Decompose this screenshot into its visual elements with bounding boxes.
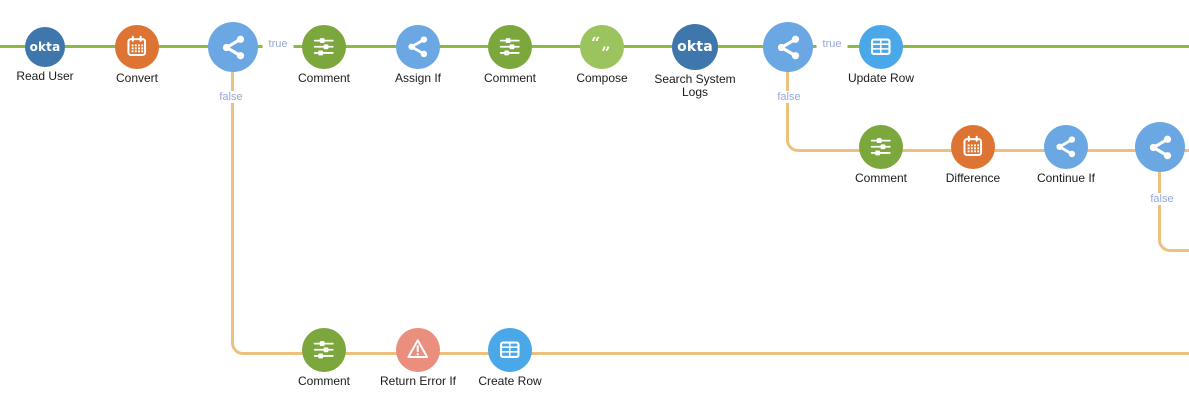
calendar-icon: [963, 135, 983, 157]
node-label-comment-2: Comment: [483, 71, 536, 85]
table-icon: [500, 341, 520, 359]
node-compose[interactable]: “”: [580, 25, 624, 69]
node-label-read-user: Read User: [16, 69, 74, 83]
table-icon: [871, 38, 891, 56]
branch-label-true-1: true: [262, 38, 294, 50]
branch-label-false-1: false: [213, 91, 249, 103]
node-if-else-1[interactable]: [208, 22, 258, 72]
node-search-system-logs[interactable]: okta: [672, 24, 718, 70]
node-read-user[interactable]: okta: [25, 27, 65, 67]
okta-logo-icon: okta: [29, 40, 61, 54]
node-continue-if[interactable]: [1044, 125, 1088, 169]
node-label-return-error-if: Return Error If: [379, 374, 457, 388]
node-label-comment-1: Comment: [297, 71, 350, 85]
path-ifelse3-false: [1158, 172, 1189, 252]
node-label-comment-3: Comment: [854, 171, 907, 185]
node-comment-3[interactable]: [859, 125, 903, 169]
quotes-icon: “”: [591, 34, 610, 60]
calendar-icon: [127, 35, 147, 57]
sliders-icon: [500, 38, 520, 56]
sliders-icon: [314, 341, 334, 359]
branch-icon: [777, 35, 799, 59]
node-if-else-3[interactable]: [1135, 122, 1185, 172]
node-label-convert: Convert: [115, 71, 159, 85]
node-comment-4[interactable]: [302, 328, 346, 372]
node-label-update-row: Update Row: [847, 71, 915, 85]
warning-icon: [407, 339, 429, 359]
node-create-row[interactable]: [488, 328, 532, 372]
node-label-comment-4: Comment: [297, 374, 350, 388]
sliders-icon: [871, 138, 891, 156]
path-ifelse1-false: [231, 72, 1189, 355]
svg-text:”: ”: [601, 43, 610, 60]
node-comment-2[interactable]: [488, 25, 532, 69]
branch-label-false-3: false: [1144, 193, 1180, 205]
node-convert[interactable]: [115, 25, 159, 69]
sliders-icon: [314, 38, 334, 56]
branch-label-false-2: false: [771, 91, 807, 103]
svg-text:“: “: [591, 34, 600, 52]
node-update-row[interactable]: [859, 25, 903, 69]
branch-icon: [408, 36, 428, 58]
node-label-create-row: Create Row: [478, 374, 542, 388]
node-difference[interactable]: [951, 125, 995, 169]
node-label-search-system-logs: Search System Logs: [654, 72, 736, 100]
node-return-error-if[interactable]: [396, 328, 440, 372]
node-label-assign-if: Assign If: [394, 71, 442, 85]
node-assign-if[interactable]: [396, 25, 440, 69]
branch-icon: [222, 35, 244, 59]
branch-label-true-2: true: [816, 38, 848, 50]
node-label-compose: Compose: [576, 71, 628, 85]
branch-icon: [1149, 135, 1171, 159]
okta-logo-icon: okta: [677, 39, 713, 55]
node-if-else-2[interactable]: [763, 22, 813, 72]
node-comment-1[interactable]: [302, 25, 346, 69]
node-label-difference: Difference: [945, 171, 1001, 185]
branch-icon: [1056, 136, 1076, 158]
node-label-continue-if: Continue If: [1036, 171, 1096, 185]
